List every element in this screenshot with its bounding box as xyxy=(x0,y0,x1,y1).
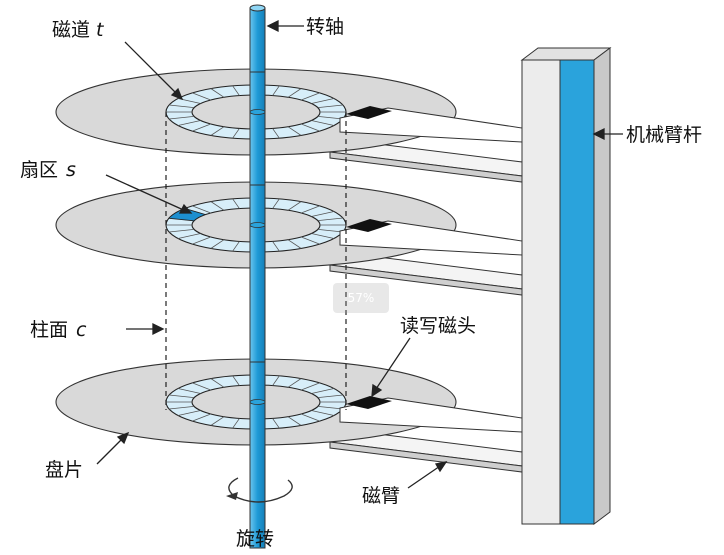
cylinder-outline xyxy=(165,112,347,410)
rotation-label: 旋转 xyxy=(236,528,274,550)
platter-1 xyxy=(55,68,523,183)
platter-2 xyxy=(55,181,523,296)
spindle-label: 转轴 xyxy=(306,16,344,38)
arm-assembly-label: 机械臂杆 xyxy=(626,124,702,146)
read-write-head xyxy=(346,219,392,232)
leader-lines xyxy=(96,19,623,489)
arm-plate-2 xyxy=(339,219,523,256)
read-write-head xyxy=(346,396,392,409)
spindle xyxy=(249,4,266,549)
arm-label: 磁臂 xyxy=(362,485,400,507)
platter-3 xyxy=(55,358,523,473)
arm-3 xyxy=(329,427,523,473)
read-write-head xyxy=(346,106,392,119)
highlighted-sector xyxy=(167,208,207,222)
platter-label: 盘片 xyxy=(45,459,83,481)
arm-assembly-column xyxy=(520,47,612,525)
read-write-head-label: 读写磁头 xyxy=(400,315,476,337)
arm-plate-3 xyxy=(339,396,523,433)
rotation-arrow xyxy=(226,477,293,503)
zoom-indicator: 57% xyxy=(333,283,389,313)
arm-plate-1 xyxy=(339,106,523,143)
